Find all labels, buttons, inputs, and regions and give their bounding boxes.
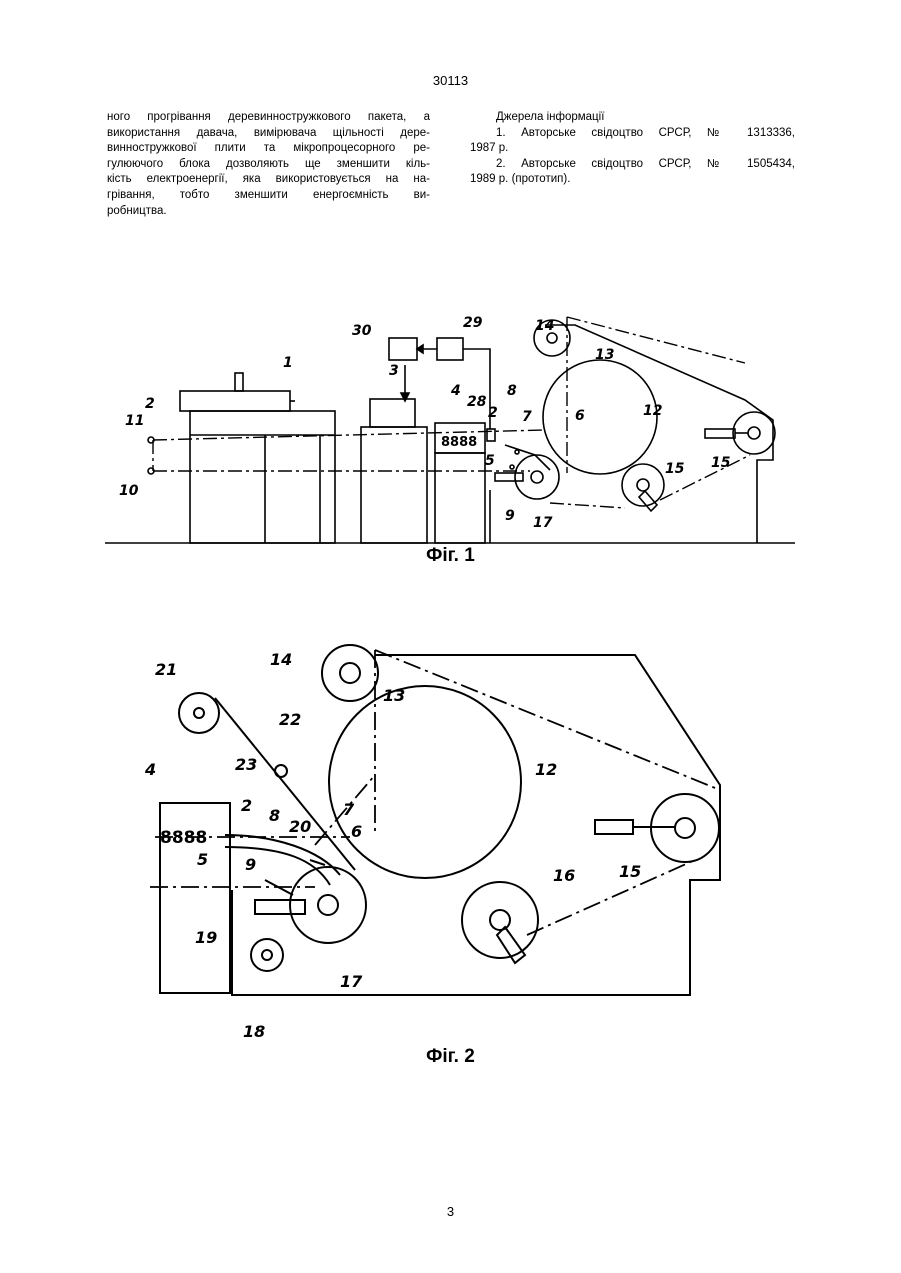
reference-2-year: 1989 р. (прототип). (470, 172, 795, 188)
fig1-label-28: 28 (467, 394, 487, 410)
text-line: кість електроенергії, яка використовуєть… (107, 172, 430, 188)
text-line: ного прогрівання деревинностружкового па… (107, 110, 430, 126)
fig1-label-17: 17 (533, 515, 553, 531)
fig2-label-13: 13 (383, 686, 405, 705)
figure-1: 2 11 10 1 3 30 29 4 28 2 8 7 6 5 9 17 14… (105, 305, 795, 545)
figure-2: 14 21 22 23 13 12 4 2 8 7 20 6 5 9 19 17… (135, 625, 760, 1050)
fig2-label-7: 7 (343, 800, 355, 819)
text-line: грівання, тобто зменшити енергоємність в… (107, 188, 430, 204)
figure-2-caption: Фіг. 2 (0, 1046, 901, 1068)
fig1-label-2b: 2 (488, 405, 498, 421)
fig2-label-6: 6 (351, 822, 362, 841)
reference-2: 2. Авторське свідоцтво СРСР, № 1505434, (470, 157, 795, 173)
fig2-label-17: 17 (340, 972, 363, 991)
references-heading: Джерела інформації (470, 110, 795, 126)
fig1-label-10: 10 (119, 483, 139, 499)
fig1-label-7: 7 (522, 409, 532, 425)
fig1-label-15-right: 15 (711, 455, 731, 471)
reference-1: 1. Авторське свідоцтво СРСР, № 1313336, (470, 126, 795, 142)
reference-1-year: 1987 р. (470, 141, 795, 157)
fig2-label-16: 16 (553, 866, 575, 885)
fig1-label-2: 2 (145, 396, 155, 412)
text-line: робництва. (107, 204, 430, 220)
fig1-label-9: 9 (505, 508, 515, 524)
page-number-top: 30113 (0, 73, 901, 88)
fig2-label-12: 12 (535, 760, 557, 779)
references-column: Джерела інформації 1. Авторське свідоцтв… (470, 110, 795, 188)
fig2-label-21: 21 (155, 660, 177, 679)
fig2-label-19: 19 (195, 928, 217, 947)
fig1-label-14: 14 (535, 318, 554, 334)
fig1-label-6: 6 (575, 408, 585, 424)
fig1-label-12: 12 (643, 403, 662, 419)
fig2-label-18: 18 (243, 1022, 265, 1041)
text-line: гулюючого блока дозволяють ще зменшити к… (107, 157, 430, 173)
left-text-column: ного прогрівання деревинностружкового па… (107, 110, 430, 219)
fig1-label-5: 5 (485, 453, 495, 469)
fig2-label-2: 2 (241, 796, 252, 815)
fig2-label-15: 15 (619, 862, 641, 881)
fig1-label-8: 8 (507, 383, 517, 399)
fig1-label-29: 29 (463, 315, 483, 331)
fig1-label-30: 30 (352, 323, 372, 339)
fig1-counter-display: 8888 (441, 435, 477, 450)
fig1-label-4: 4 (450, 383, 461, 399)
fig2-label-5: 5 (197, 850, 208, 869)
text-line: винностружкової плити та мікропроцесорно… (107, 141, 430, 157)
fig2-label-23: 23 (235, 755, 257, 774)
fig1-label-13: 13 (595, 347, 614, 363)
fig2-label-22: 22 (279, 710, 301, 729)
fig1-label-11: 11 (125, 413, 144, 429)
fig2-label-14: 14 (270, 650, 292, 669)
figure-1-caption: Фіг. 1 (0, 545, 901, 567)
page-number-bottom: 3 (0, 1204, 901, 1219)
fig2-label-8: 8 (269, 806, 280, 825)
fig2-label-9: 9 (245, 855, 256, 874)
fig2-label-20: 20 (289, 817, 311, 836)
fig1-label-15-lower: 15 (665, 461, 685, 477)
fig2-counter-display: 8888 (160, 828, 207, 848)
fig1-label-3: 3 (389, 363, 399, 379)
text-line: використання давача, вимірювача щільност… (107, 126, 430, 142)
fig1-label-1: 1 (283, 355, 293, 371)
fig2-label-4: 4 (144, 760, 156, 779)
